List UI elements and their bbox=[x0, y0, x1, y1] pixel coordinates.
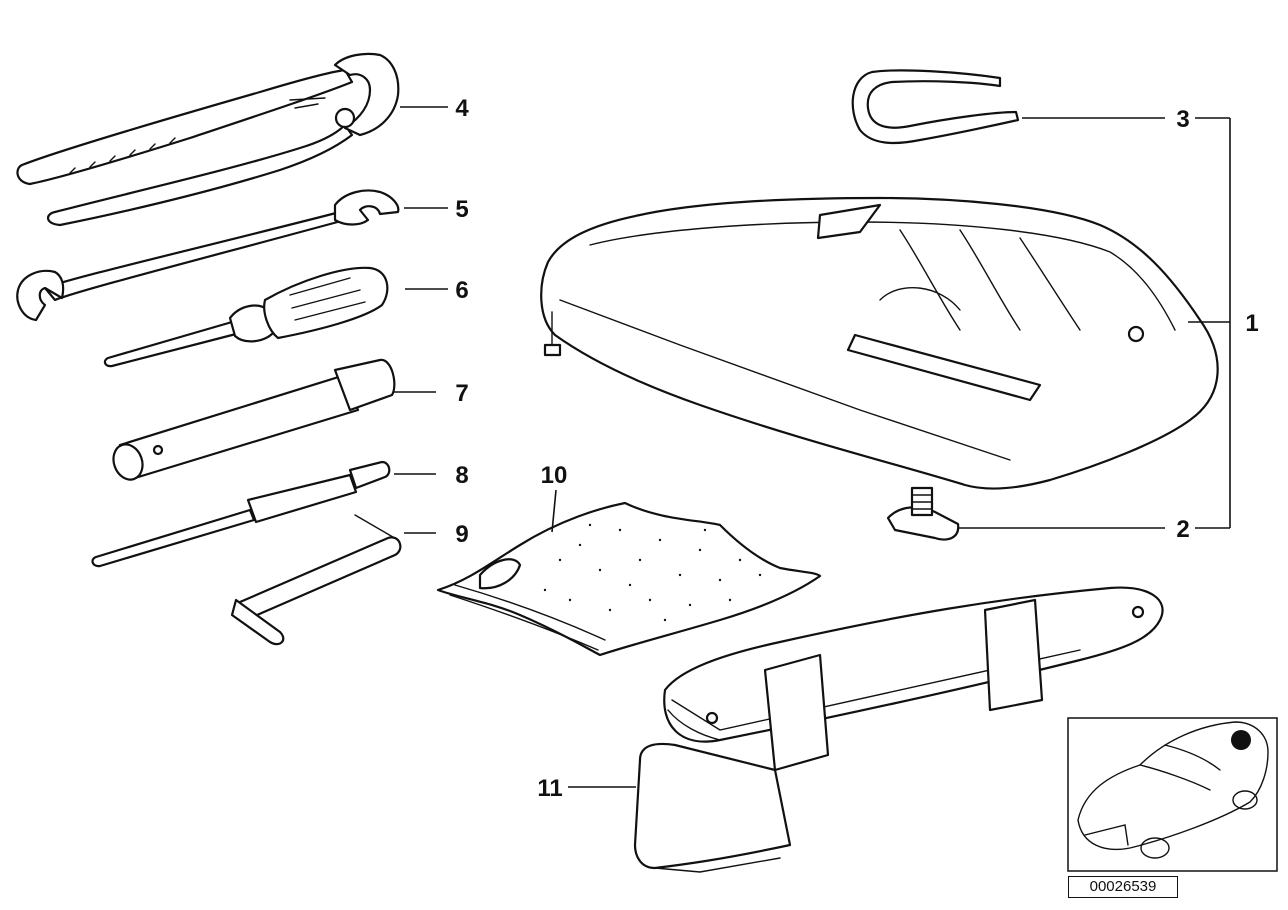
location-marker-icon bbox=[1231, 730, 1251, 750]
screwdriver-part[interactable] bbox=[103, 266, 389, 368]
clip-band-part[interactable] bbox=[851, 69, 1020, 145]
hex-key-part[interactable] bbox=[230, 514, 402, 646]
callout-10: 10 bbox=[541, 462, 568, 489]
callout-2: 2 bbox=[1176, 516, 1189, 543]
tool-roll-part[interactable] bbox=[633, 586, 1164, 873]
callout-4: 4 bbox=[455, 95, 469, 122]
callout-6: 6 bbox=[455, 277, 468, 304]
wing-bolt-part[interactable] bbox=[886, 486, 960, 541]
leader-lines bbox=[394, 106, 1231, 788]
open-end-wrench-part[interactable] bbox=[16, 189, 400, 322]
callout-9: 9 bbox=[455, 521, 468, 548]
callout-11: 11 bbox=[537, 775, 562, 802]
pliers-part[interactable] bbox=[16, 52, 400, 227]
pin-tool-part[interactable] bbox=[91, 460, 391, 568]
car-locator-inset bbox=[1067, 717, 1278, 872]
callout-3: 3 bbox=[1176, 106, 1189, 133]
callout-1: 1 bbox=[1245, 310, 1258, 337]
socket-wrench-part[interactable] bbox=[109, 358, 396, 484]
tool-tray-part[interactable] bbox=[540, 196, 1219, 490]
callout-labels: 1 2 3 4 5 6 7 8 9 10 11 bbox=[455, 95, 1258, 802]
callout-5: 5 bbox=[455, 196, 468, 223]
callout-7: 7 bbox=[455, 380, 468, 407]
tray-screw bbox=[543, 311, 562, 357]
cloth-bag-part[interactable] bbox=[436, 501, 822, 657]
reference-number: 00026539 bbox=[1068, 876, 1178, 898]
callout-8: 8 bbox=[455, 462, 468, 489]
